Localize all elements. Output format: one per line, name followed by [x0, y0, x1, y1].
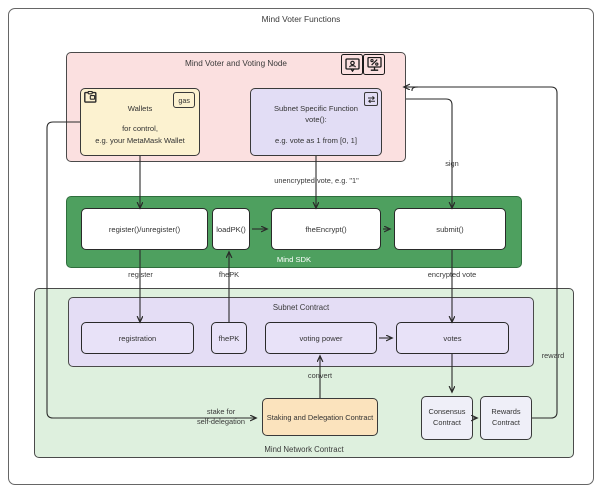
edge-label-fhepk: fhePK — [218, 270, 240, 279]
subnet-fn-line-1: Subnet Specific Function — [273, 103, 358, 113]
wallet-card-icon — [84, 90, 97, 104]
sdk-cell-register-unregister[interactable]: register()/unregister() — [81, 208, 208, 250]
subnet-fn-line-2: vote(): — [305, 115, 327, 125]
wallets-line-2: e.g. your MetaMask Wallet — [95, 135, 185, 145]
staking-and-delegation-contract-box[interactable]: Staking and Delegation Contract — [262, 398, 378, 436]
edge-label-reward: reward — [541, 351, 565, 360]
subnet-contract-title: Subnet Contract — [272, 303, 330, 312]
edge-label-stake-self-delegation: stake for self-delegation — [186, 407, 256, 427]
rewards-line-2: Contract — [492, 418, 520, 427]
subnet-specific-function-box[interactable]: Subnet Specific Function vote(): e.g. vo… — [250, 88, 382, 156]
mind-voter-voting-node-title: Mind Voter and Voting Node — [185, 59, 287, 68]
wallets-line-1: for control, — [122, 124, 158, 134]
sdk-cell-submit[interactable]: submit() — [394, 208, 506, 250]
swap-arrows-icon — [364, 92, 378, 106]
gas-badge: gas — [173, 92, 195, 109]
rewards-line-1: Rewards — [491, 407, 521, 417]
wallets-box[interactable]: gas Wallets for control, e.g. your MetaM… — [80, 88, 200, 156]
subnet-fn-line-3: e.g. vote as 1 from [0, 1] — [275, 135, 357, 145]
sdk-cell-loadpk[interactable]: loadPK() — [212, 208, 250, 250]
wallets-title: Wallets — [127, 104, 153, 114]
edge-label-stake-line-1: stake for — [206, 407, 236, 416]
edge-label-sign: sign — [445, 159, 459, 168]
outer-frame-title: Mind Voter Functions — [261, 14, 341, 24]
subnet-cell-voting-power[interactable]: voting power — [265, 322, 377, 354]
edge-label-stake-line-2: self-delegation — [196, 416, 246, 426]
mind-network-contract-label: Mind Network Contract — [264, 445, 344, 454]
rewards-contract-box[interactable]: Rewards Contract — [480, 396, 532, 440]
consensus-contract-box[interactable]: Consensus Contract — [421, 396, 473, 440]
subnet-cell-fhepk[interactable]: fhePK — [211, 322, 247, 354]
consensus-line-2: Contract — [433, 418, 461, 427]
percent-screen-icon — [363, 54, 385, 75]
subnet-cell-registration[interactable]: registration — [81, 322, 194, 354]
edge-label-unencrypted-vote: unencrypted vote, e.g. "1" — [274, 176, 359, 185]
subnet-cell-votes[interactable]: votes — [396, 322, 509, 354]
user-screen-icon — [341, 54, 363, 75]
edge-label-register: register — [128, 270, 153, 279]
edge-label-encrypted-vote: encrypted vote — [427, 270, 477, 279]
edge-label-convert: convert — [307, 371, 333, 380]
sdk-cell-fheencrypt[interactable]: fheEncrypt() — [271, 208, 381, 250]
mind-sdk-label: Mind SDK — [276, 255, 312, 264]
consensus-line-1: Consensus — [428, 407, 466, 417]
